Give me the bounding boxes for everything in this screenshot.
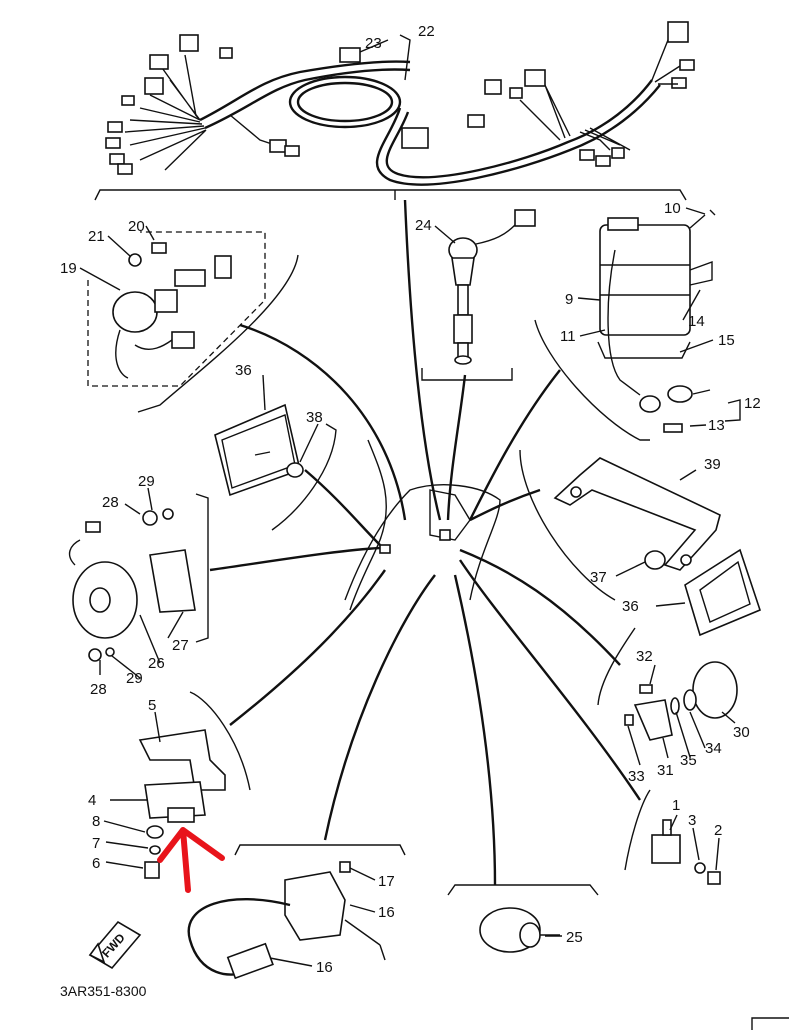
flasher-relay xyxy=(651,819,721,885)
callout-28-top: 28 xyxy=(102,494,119,511)
callout-15: 15 xyxy=(718,332,735,349)
battery-assembly xyxy=(597,209,716,433)
callout-14: 14 xyxy=(688,313,705,330)
ignition-switch xyxy=(112,242,232,379)
forward-direction-badge: FWD xyxy=(88,920,142,970)
frame-sketch xyxy=(344,439,501,611)
callout-20: 20 xyxy=(128,218,145,235)
callout-21: 21 xyxy=(88,228,105,245)
callout-1: 1 xyxy=(672,797,680,814)
callout-11: 11 xyxy=(560,328,576,345)
sensor-cap xyxy=(624,661,738,741)
callout-10: 10 xyxy=(664,200,681,217)
callout-29-bottom: 29 xyxy=(126,670,143,687)
callout-5: 5 xyxy=(148,697,156,714)
callout-36-right: 36 xyxy=(622,598,639,615)
callout-8: 8 xyxy=(92,813,100,830)
callout-30: 30 xyxy=(733,724,750,741)
callout-leaders xyxy=(79,34,741,967)
reflector-bracket-right xyxy=(553,457,761,637)
page-corner-mark xyxy=(751,1017,789,1030)
horn-assembly xyxy=(68,508,196,662)
group-outlines xyxy=(87,189,687,896)
callout-16-bottom: 16 xyxy=(316,959,333,976)
callout-37: 37 xyxy=(590,569,607,586)
callout-24: 24 xyxy=(415,217,432,234)
callout-38: 38 xyxy=(306,409,323,426)
callout-35: 35 xyxy=(680,752,697,769)
callout-25: 25 xyxy=(566,929,583,946)
sensor-switch xyxy=(448,209,536,365)
callout-33: 33 xyxy=(628,768,645,785)
callout-2: 2 xyxy=(714,822,722,839)
callout-6: 6 xyxy=(92,855,100,872)
callout-9: 9 xyxy=(565,291,573,308)
callout-12: 12 xyxy=(744,395,761,412)
callout-32: 32 xyxy=(636,648,653,665)
callout-16-top: 16 xyxy=(378,904,395,921)
callout-numbers: 23 22 21 20 19 24 10 9 11 14 15 12 13 36… xyxy=(60,23,761,976)
callout-26: 26 xyxy=(148,655,165,672)
callout-23: 23 xyxy=(365,35,382,52)
callout-22: 22 xyxy=(418,23,435,40)
callout-29-top: 29 xyxy=(138,473,155,490)
callout-7: 7 xyxy=(92,835,100,852)
callout-34: 34 xyxy=(705,740,722,757)
sensor-25 xyxy=(479,907,560,953)
wire-harness xyxy=(105,21,695,186)
callout-36-left: 36 xyxy=(235,362,252,379)
reflector-left xyxy=(214,403,304,497)
callout-17: 17 xyxy=(378,873,395,890)
callout-27: 27 xyxy=(172,637,189,654)
ignition-coil xyxy=(187,861,386,980)
callout-28-bottom: 28 xyxy=(90,681,107,698)
callout-3: 3 xyxy=(688,812,696,829)
callout-31: 31 xyxy=(657,762,674,779)
callout-19: 19 xyxy=(60,260,77,277)
red-highlight-arrow xyxy=(157,827,225,893)
callout-13: 13 xyxy=(708,417,725,434)
drawing-number: 3AR351-8300 xyxy=(60,983,147,999)
frame-leader-lines xyxy=(209,199,641,886)
callout-39: 39 xyxy=(704,456,721,473)
callout-4: 4 xyxy=(88,792,96,809)
relay-bracket-assembly xyxy=(138,729,226,879)
